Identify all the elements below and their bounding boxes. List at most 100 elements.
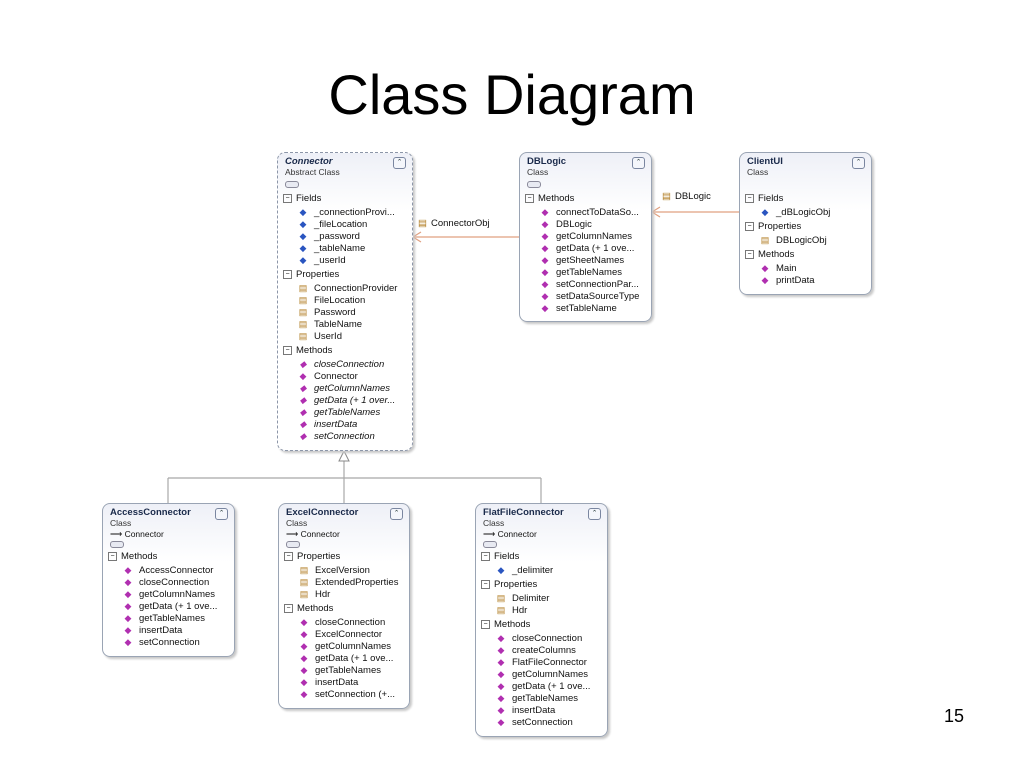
section-methods[interactable]: −Methods xyxy=(108,551,157,562)
class-excelconnector[interactable]: ExcelConnector Class ⟶ Connector ⌃ −Prop… xyxy=(278,503,410,709)
property-icon: ▤ xyxy=(760,235,770,245)
method-icon: ◆ xyxy=(300,641,308,651)
member-method: ◆Connector xyxy=(297,371,358,382)
method-icon: ◆ xyxy=(497,717,505,727)
method-icon: ◆ xyxy=(497,645,505,655)
member-method: ◆getTableNames xyxy=(297,407,381,418)
member-method: ◆setConnection (+... xyxy=(298,689,395,700)
member-method: ◆insertData xyxy=(122,625,183,636)
class-type: Class xyxy=(483,518,505,528)
collapse-icon[interactable]: ⌃ xyxy=(632,157,645,169)
member-method: ◆getColumnNames xyxy=(298,641,392,652)
member-method: ◆FlatFileConnector xyxy=(495,657,587,668)
method-icon: ◆ xyxy=(300,617,308,627)
method-icon: ◆ xyxy=(300,665,308,675)
property-icon: ▤ xyxy=(496,593,506,603)
member-property: ▤Delimiter xyxy=(496,593,550,605)
method-icon: ◆ xyxy=(541,219,549,229)
member-method: ◆setConnection xyxy=(495,717,573,728)
member-method: ◆getColumnNames xyxy=(495,669,589,680)
property-icon: ▤ xyxy=(298,331,308,341)
class-connector[interactable]: Connector Abstract Class ⌃ −Fields ◆_con… xyxy=(277,152,413,451)
section-methods[interactable]: −Methods xyxy=(283,345,332,356)
section-fields[interactable]: −Fields xyxy=(745,193,783,204)
method-icon: ◆ xyxy=(124,589,132,599)
member-method: ◆getColumnNames xyxy=(297,383,391,394)
property-icon: ▤ xyxy=(418,218,427,229)
member-property: ▤UserId xyxy=(298,331,342,343)
field-icon: ◆ xyxy=(299,207,307,217)
section-properties[interactable]: −Properties xyxy=(481,579,537,590)
method-icon: ◆ xyxy=(541,291,549,301)
section-properties[interactable]: −Properties xyxy=(745,221,801,232)
member-method: ◆setTableName xyxy=(539,303,617,314)
field-icon: ◆ xyxy=(497,565,505,575)
method-icon: ◆ xyxy=(497,657,505,667)
method-icon: ◆ xyxy=(497,705,505,715)
method-icon: ◆ xyxy=(299,359,307,369)
member-method: ◆getData (+ 1 ove... xyxy=(298,653,394,664)
section-methods[interactable]: −Methods xyxy=(525,193,574,204)
class-icon xyxy=(110,541,124,548)
class-name: AccessConnector xyxy=(110,507,191,518)
member-method: ◆closeConnection xyxy=(297,359,385,370)
class-flatfileconnector[interactable]: FlatFileConnector Class ⟶ Connector ⌃ −F… xyxy=(475,503,608,737)
method-icon: ◆ xyxy=(299,419,307,429)
section-properties[interactable]: −Properties xyxy=(284,551,340,562)
collapse-icon[interactable]: ⌃ xyxy=(852,157,865,169)
class-clientui[interactable]: ClientUI Class ⌃ −Fields ◆_dBLogicObj −P… xyxy=(739,152,872,295)
member-method: ◆setDataSourceType xyxy=(539,291,640,302)
member-property: ▤ConnectionProvider xyxy=(298,283,398,295)
member-method: ◆printData xyxy=(759,275,815,286)
section-methods[interactable]: −Methods xyxy=(481,619,530,630)
collapse-icon[interactable]: ⌃ xyxy=(215,508,228,520)
section-methods[interactable]: −Methods xyxy=(745,249,794,260)
method-icon: ◆ xyxy=(124,565,132,575)
class-dblogic[interactable]: DBLogic Class ⌃ −Methods ◆connectToDataS… xyxy=(519,152,652,322)
member-property: ▤Hdr xyxy=(299,589,331,601)
member-property: ▤Password xyxy=(298,307,356,319)
member-property: ▤ExcelVersion xyxy=(299,565,370,577)
class-type: Class xyxy=(527,167,549,177)
member-method: ◆Main xyxy=(759,263,797,274)
method-icon: ◆ xyxy=(541,231,549,241)
inherits-label: ⟶ Connector xyxy=(483,529,537,539)
class-type: Class xyxy=(110,518,132,528)
field-icon: ◆ xyxy=(299,255,307,265)
class-name: ClientUI xyxy=(747,156,783,167)
member-method: ◆closeConnection xyxy=(495,633,583,644)
class-icon xyxy=(285,181,299,188)
collapse-icon[interactable]: ⌃ xyxy=(393,157,406,169)
member-property: ▤DBLogicObj xyxy=(760,235,827,247)
member-method: ◆ExcelConnector xyxy=(298,629,383,640)
member-method: ◆closeConnection xyxy=(122,577,210,588)
property-icon: ▤ xyxy=(298,319,308,329)
field-icon: ◆ xyxy=(299,243,307,253)
member-method: ◆insertData xyxy=(297,419,358,430)
member-method: ◆createColumns xyxy=(495,645,576,656)
section-properties[interactable]: −Properties xyxy=(283,269,339,280)
class-name: ExcelConnector xyxy=(286,507,359,518)
member-method: ◆getData (+ 1 ove... xyxy=(122,601,218,612)
method-icon: ◆ xyxy=(300,629,308,639)
section-fields[interactable]: −Fields xyxy=(283,193,321,204)
method-icon: ◆ xyxy=(541,207,549,217)
section-fields[interactable]: −Fields xyxy=(481,551,519,562)
member-method: ◆getData (+ 1 ove... xyxy=(495,681,591,692)
method-icon: ◆ xyxy=(541,267,549,277)
member-method: ◆setConnection xyxy=(122,637,200,648)
collapse-icon[interactable]: ⌃ xyxy=(588,508,601,520)
class-name: Connector xyxy=(285,156,333,167)
slide-title: Class Diagram xyxy=(328,63,696,126)
field-icon: ◆ xyxy=(761,207,769,217)
section-methods[interactable]: −Methods xyxy=(284,603,333,614)
page-number: 15 xyxy=(943,706,964,726)
class-type: Class xyxy=(747,167,769,177)
method-icon: ◆ xyxy=(541,243,549,253)
member-method: ◆getData (+ 1 ove... xyxy=(539,243,635,254)
collapse-icon[interactable]: ⌃ xyxy=(390,508,403,520)
class-accessconnector[interactable]: AccessConnector Class ⟶ Connector ⌃ −Met… xyxy=(102,503,235,657)
method-icon: ◆ xyxy=(299,371,307,381)
field-icon: ◆ xyxy=(299,219,307,229)
method-icon: ◆ xyxy=(541,303,549,313)
